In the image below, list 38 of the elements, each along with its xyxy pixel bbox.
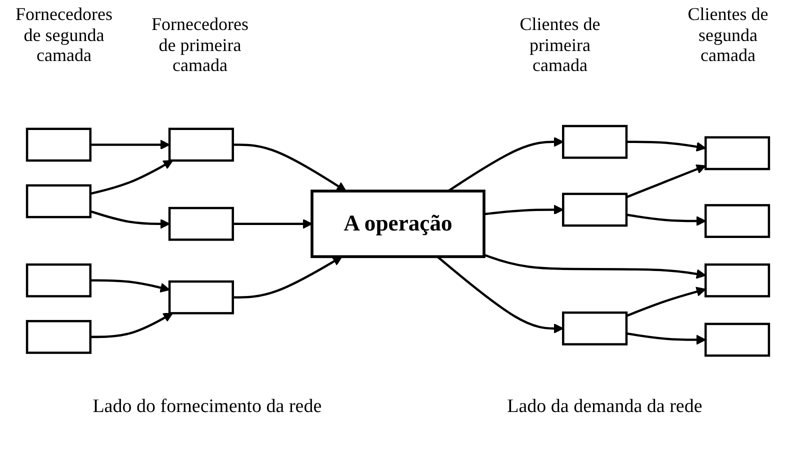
arrow [436, 256, 564, 334]
node-box [704, 204, 770, 238]
node-box [704, 322, 770, 357]
node-box: A operação [310, 190, 485, 258]
node-box [562, 312, 628, 346]
arrow [626, 214, 706, 226]
arrow [232, 144, 346, 192]
node-box [562, 125, 628, 159]
arrow [483, 204, 564, 216]
node-box [168, 280, 234, 314]
arrow [232, 256, 342, 299]
arrow [626, 332, 706, 345]
arrow [90, 140, 170, 150]
node-box [562, 192, 628, 227]
column-heading: Fornecedores de primeira camada [150, 14, 250, 76]
node-box [168, 207, 234, 241]
node-box [25, 128, 91, 162]
arrow [626, 140, 706, 152]
arrow [90, 312, 173, 338]
arrow [483, 254, 706, 280]
column-heading: Clientes de primeira camada [518, 14, 602, 76]
side-label: Lado do fornecimento da rede [92, 396, 322, 418]
arrow [90, 160, 173, 195]
arrow [626, 286, 706, 318]
node-box [25, 320, 91, 354]
arrow [90, 210, 170, 229]
node-box [25, 184, 91, 218]
side-label: Lado da demanda da rede [507, 396, 702, 418]
node-box [25, 264, 91, 298]
arrow [232, 219, 312, 229]
arrow [447, 137, 564, 192]
arrow [626, 164, 706, 198]
node-box [704, 264, 770, 298]
column-heading: Fornecedores de segunda camada [14, 4, 114, 66]
column-heading: Clientes de segunda camada [686, 4, 770, 66]
arrow [90, 279, 170, 293]
node-box [168, 128, 234, 162]
node-box [704, 136, 770, 170]
